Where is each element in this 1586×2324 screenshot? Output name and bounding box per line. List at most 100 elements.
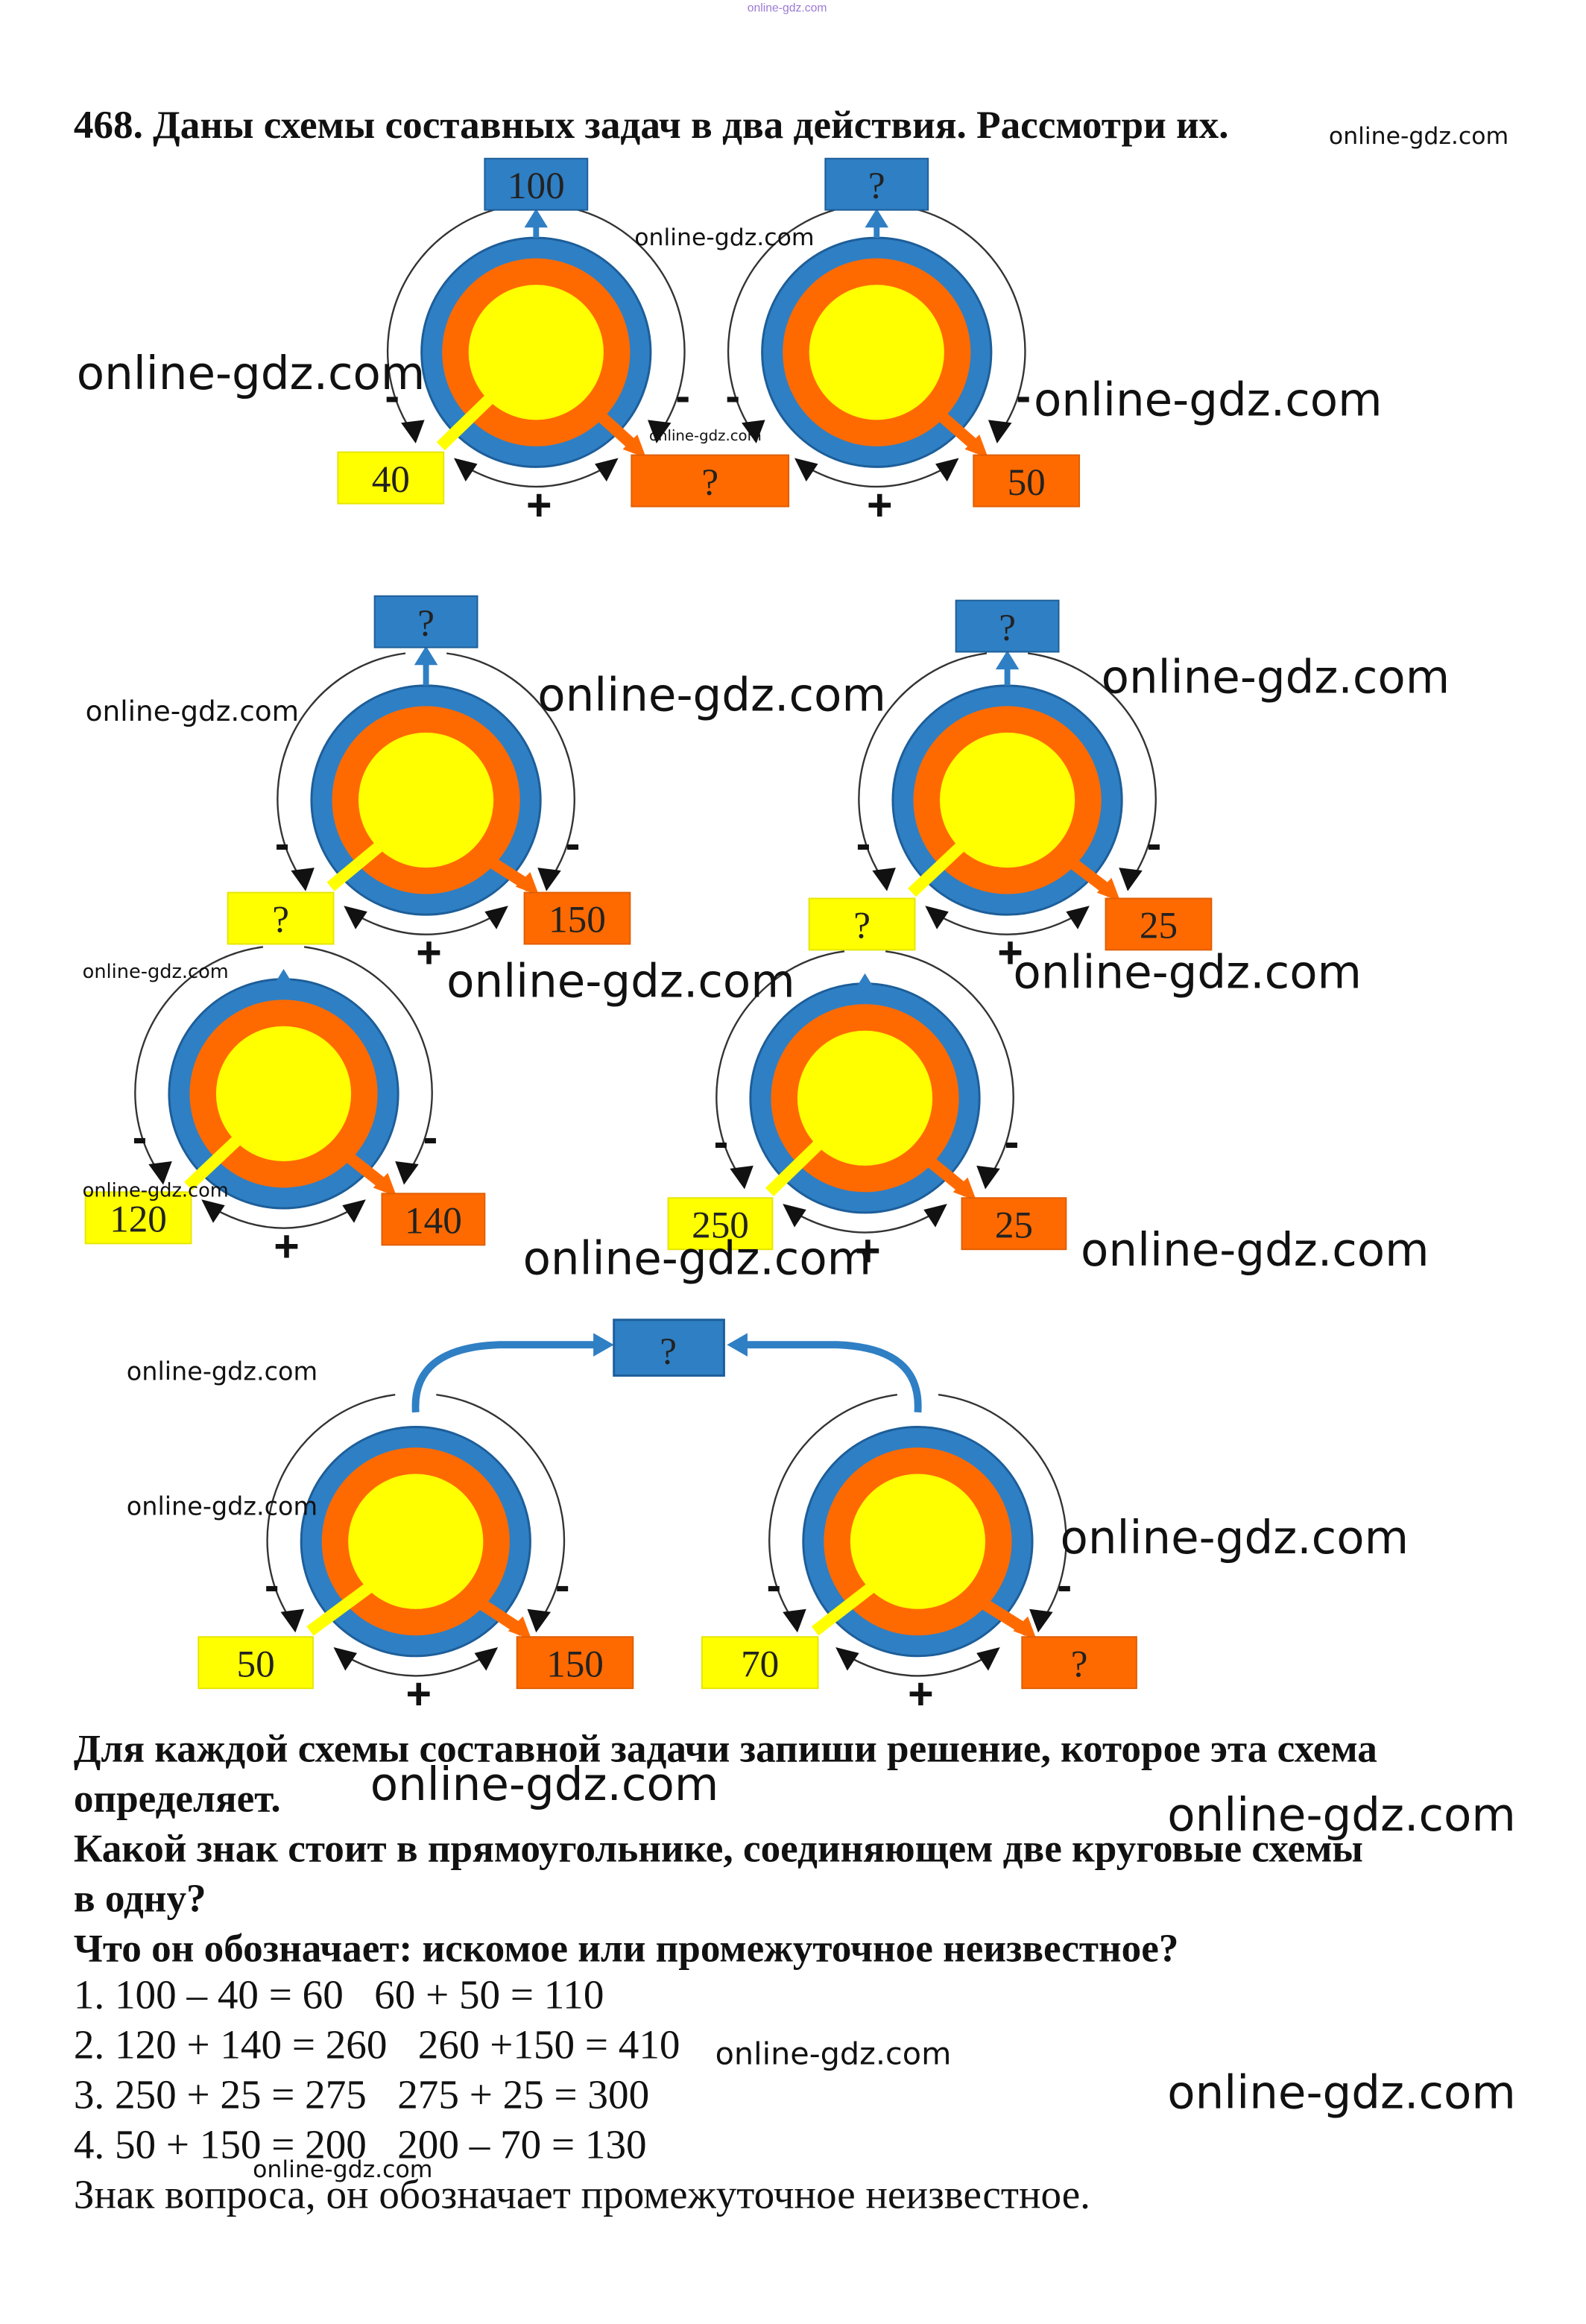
arrowhead-icon: [923, 1204, 947, 1228]
arrowhead-icon: [527, 1608, 552, 1633]
plus-sign: +: [908, 1670, 934, 1719]
arc-right: [897, 204, 1026, 438]
right-box-label: ?: [701, 461, 718, 504]
arrowhead-icon: [344, 906, 367, 929]
top-box: [484, 157, 589, 211]
arrowhead-icon: [1096, 877, 1121, 902]
top-box-label: ?: [417, 602, 435, 645]
arrowhead-icon: [730, 1165, 753, 1190]
question-line: определяет.: [74, 1777, 281, 1821]
arrowhead-icon: [1066, 906, 1090, 929]
left-box-label: ?: [853, 905, 871, 947]
minus-sign: -: [275, 819, 290, 868]
left-box: [84, 1191, 192, 1245]
minus-sign: -: [1147, 819, 1162, 868]
joined-box: [613, 1319, 725, 1377]
left-box: [667, 1197, 774, 1251]
arrowhead-icon: [622, 435, 647, 458]
yellow-connector: [436, 392, 496, 451]
left-box-label: 120: [110, 1199, 167, 1241]
watermark: online-gdz.com: [86, 695, 300, 727]
right-box: [961, 1197, 1067, 1251]
plus-sign: +: [405, 1670, 432, 1719]
arrow-up-icon: [865, 208, 889, 228]
right-box: [1105, 897, 1213, 951]
watermark: online-gdz.com: [83, 961, 229, 983]
watermark: online-gdz.com: [127, 1492, 317, 1521]
yellow-connector: [306, 1580, 376, 1636]
arrowhead-icon: [925, 906, 949, 929]
arc-left: [266, 1394, 396, 1628]
arrowhead-icon: [783, 1608, 806, 1633]
answer-line: 1. 100 – 40 = 60 60 + 50 = 110: [74, 1972, 604, 2018]
arc-bottom: [355, 914, 497, 935]
plus-sign: +: [867, 480, 893, 529]
yellow-connector: [326, 839, 386, 891]
arrowhead-icon: [454, 458, 478, 482]
arrowhead-icon: [333, 1646, 358, 1671]
arrow-up-icon: [853, 973, 877, 993]
yellow-center: [348, 1474, 484, 1609]
watermark: online-gdz.com: [83, 1179, 229, 1202]
arrowhead-icon: [537, 868, 561, 891]
watermark: online-gdz.com: [77, 347, 426, 400]
watermark: online-gdz.com: [537, 669, 886, 721]
arc-bottom: [794, 1211, 936, 1234]
arc-bottom: [465, 466, 607, 488]
arrowhead-icon: [648, 420, 672, 443]
watermark: online-gdz.com: [1167, 2066, 1516, 2119]
watermark: online-gdz.com: [1329, 123, 1508, 150]
arrowhead-icon: [935, 458, 959, 482]
minus-sign: -: [1005, 1117, 1020, 1166]
plus-sign: +: [997, 928, 1023, 977]
left-box-label: 250: [692, 1204, 749, 1246]
arrowhead-icon: [988, 420, 1012, 443]
plus-sign: +: [416, 928, 442, 977]
minus-sign: -: [265, 1561, 279, 1610]
arrowhead-icon: [742, 420, 765, 443]
arrowhead-icon: [373, 1172, 397, 1197]
yellow-center: [850, 1474, 986, 1609]
circle-scheme-8: 70?--+: [701, 1394, 1137, 1719]
right-box: [381, 1193, 486, 1246]
top-box: [373, 595, 478, 648]
yellow-center: [939, 732, 1075, 868]
arrowhead-icon: [964, 435, 988, 458]
arc-left: [277, 652, 406, 886]
arrowhead-icon: [1119, 868, 1143, 891]
watermark: online-gdz.com: [1060, 1512, 1409, 1564]
arrowhead-icon: [342, 1199, 366, 1223]
arc-right: [1027, 652, 1157, 886]
answers: 1. 100 – 40 = 60 60 + 50 = 110 2. 120 + …: [74, 1972, 1090, 2217]
arc-bottom: [936, 914, 1078, 935]
question-line: Что он обозначает: искомое или промежуто…: [74, 1926, 1179, 1970]
minus-sign: -: [725, 372, 740, 421]
arc-bottom: [212, 1207, 355, 1229]
arc-left: [727, 204, 856, 438]
left-box: [227, 891, 335, 945]
joined-connector: ?: [411, 1319, 922, 1413]
right-box: [523, 891, 631, 945]
watermark: online-gdz.com: [1081, 1224, 1429, 1277]
arc-right: [436, 1394, 566, 1628]
plus-sign: +: [855, 1226, 881, 1275]
minus-sign: -: [767, 1561, 782, 1610]
right-box: [631, 454, 790, 508]
watermark: online-gdz.com: [715, 2036, 952, 2071]
arrowhead-icon: [794, 458, 818, 482]
arc-left: [768, 1394, 898, 1628]
yellow-connector: [811, 1581, 878, 1636]
watermark: online-gdz.com: [1167, 1789, 1516, 1842]
arc-right: [938, 1394, 1067, 1628]
exercise-title: 468. Даны схемы составных задач в два де…: [74, 103, 1229, 147]
arrowhead-icon: [515, 871, 540, 896]
plus-sign: +: [274, 1222, 300, 1271]
watermarks: online-gdz.com online-gdz.com online-gdz…: [77, 123, 1516, 2183]
question-line: Для каждой схемы составной задачи запиши…: [74, 1727, 1377, 1771]
left-box-label: ?: [272, 899, 289, 941]
yellow-connector: [908, 839, 967, 897]
